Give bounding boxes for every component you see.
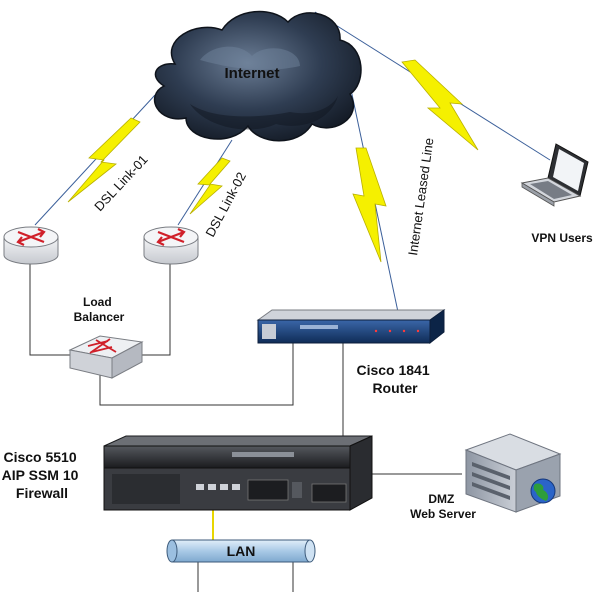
leased-bolt — [352, 147, 387, 263]
lb-to-firewall-line — [99, 343, 294, 406]
dmz-label: DMZ Web Server — [410, 492, 476, 521]
vpn-bolt — [401, 59, 479, 151]
dsl-router-2 — [143, 226, 199, 265]
router-label-line1: Cisco 1841 — [356, 362, 429, 378]
vpn-laptop — [520, 143, 589, 207]
dmz-label-line2: Web Server — [410, 507, 476, 521]
dsl1-link-label: DSL Link-01 — [91, 152, 150, 214]
lb-to-router2-line — [140, 262, 171, 356]
firewall-label-line2: AIP SSM 10 — [2, 467, 79, 483]
firewall-label-line3: Firewall — [16, 485, 68, 501]
lan-segment: LAN — [166, 539, 316, 563]
dsl1-wire — [34, 94, 156, 226]
lan-label: LAN — [227, 543, 256, 559]
router-label: Cisco 1841 Router — [356, 362, 433, 396]
firewall-label-line1: Cisco 5510 — [3, 449, 76, 465]
load-balancer — [68, 335, 144, 379]
router-label-line2: Router — [372, 380, 418, 396]
router-arrows-icon — [156, 228, 186, 246]
load-balancer-label-line2: Balancer — [74, 310, 125, 324]
internet-cloud: Internet — [153, 10, 362, 142]
load-balancer-label: Load Balancer — [74, 295, 125, 324]
dmz-label-line1: DMZ — [428, 492, 454, 506]
cisco-5510-firewall — [103, 435, 373, 511]
dsl-router-1 — [3, 226, 59, 265]
firewall-label: Cisco 5510 AIP SSM 10 Firewall — [2, 449, 83, 501]
dsl2-bolt — [189, 157, 231, 215]
cisco-1841-router — [256, 309, 446, 345]
dsl1-bolt — [67, 117, 141, 203]
globe-icon — [530, 478, 556, 504]
lightning-bolts — [67, 59, 479, 263]
connection-lines — [29, 262, 462, 592]
lb-to-router1-line — [29, 262, 72, 356]
vpn-users-label: VPN Users — [531, 231, 593, 245]
router-arrows-icon — [16, 228, 46, 246]
load-balancer-label-line1: Load — [83, 295, 112, 309]
leased-line-label: Internet Leased Line — [405, 137, 436, 256]
internet-label: Internet — [224, 65, 279, 82]
dmz-web-server — [464, 433, 562, 513]
switch-arrows-icon — [87, 338, 117, 354]
